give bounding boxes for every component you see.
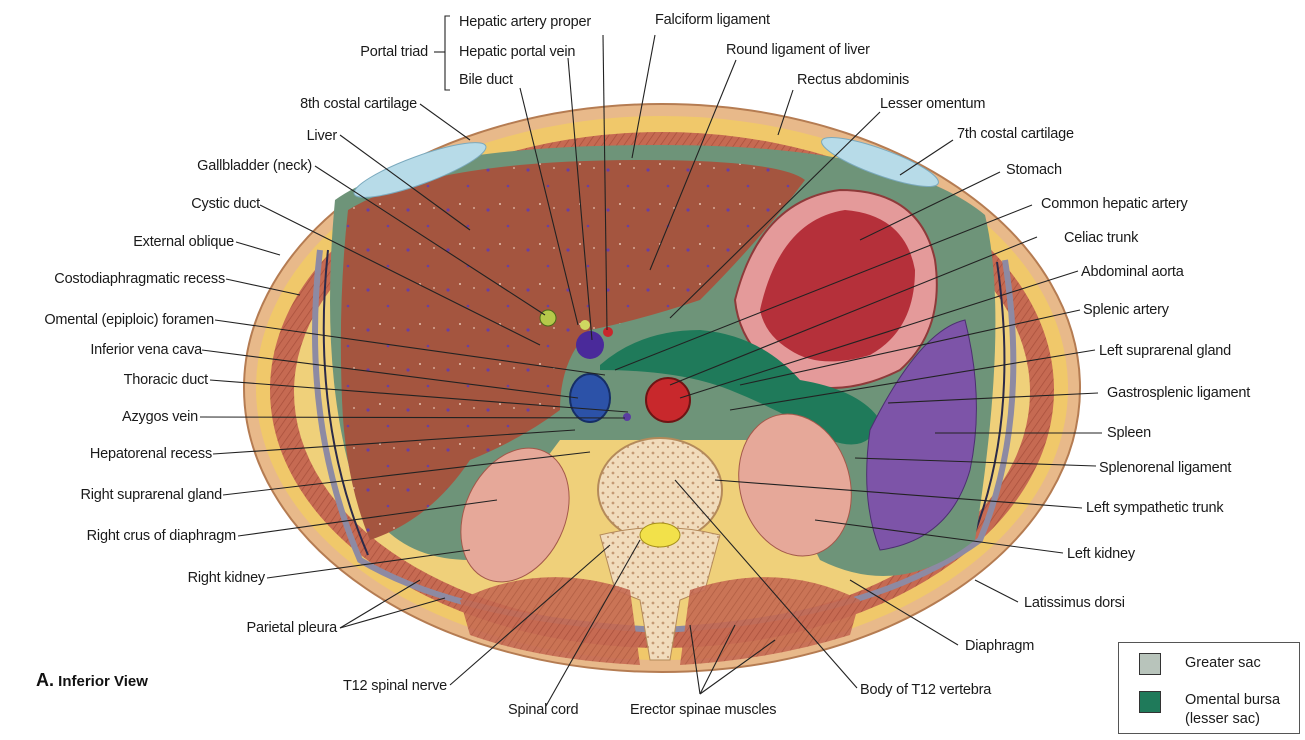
label-abdominal-aorta: Abdominal aorta — [1081, 264, 1184, 280]
label-inferior-vena-cava: Inferior vena cava — [90, 342, 202, 358]
label-splenic-artery: Splenic artery — [1083, 302, 1169, 318]
label-external-oblique: External oblique — [133, 234, 234, 250]
label-gastrosplenic-ligament: Gastrosplenic ligament — [1107, 385, 1250, 401]
hepatic-artery-proper — [603, 327, 613, 337]
label-spinal-cord: Spinal cord — [508, 702, 578, 718]
label-diaphragm: Diaphragm — [965, 638, 1034, 654]
label-latissimus-dorsi: Latissimus dorsi — [1024, 595, 1125, 611]
label-falciform-ligament: Falciform ligament — [655, 12, 770, 28]
legend: Greater sac Omental bursa (lesser sac) — [1118, 642, 1300, 734]
erector-spinae-right — [460, 577, 640, 665]
label-right-suprarenal-gland: Right suprarenal gland — [81, 487, 223, 503]
label-cystic-duct: Cystic duct — [191, 196, 260, 212]
label-right-crus-diaphragm: Right crus of diaphragm — [87, 528, 236, 544]
label-parietal-pleura: Parietal pleura — [247, 620, 338, 636]
figure-letter: A. — [36, 670, 54, 690]
label-7th-costal-cartilage: 7th costal cartilage — [957, 126, 1074, 142]
label-body-t12-vertebra: Body of T12 vertebra — [860, 682, 991, 698]
legend-swatch-greater-sac — [1139, 653, 1161, 675]
label-left-sympathetic-trunk: Left sympathetic trunk — [1086, 500, 1223, 516]
label-erector-spinae: Erector spinae muscles — [630, 702, 776, 718]
spinal-cord — [640, 523, 680, 547]
label-liver: Liver — [307, 128, 337, 144]
figure-title: A. Inferior View — [36, 670, 148, 691]
label-hepatic-portal-vein: Hepatic portal vein — [459, 44, 575, 60]
gallbladder-neck — [540, 310, 556, 326]
figure-view: Inferior View — [58, 673, 148, 690]
label-left-suprarenal-gland: Left suprarenal gland — [1099, 343, 1231, 359]
bile-duct — [580, 320, 590, 330]
label-spleen: Spleen — [1107, 425, 1151, 441]
label-t12-spinal-nerve: T12 spinal nerve — [343, 678, 447, 694]
legend-label-lesser-sac: (lesser sac) — [1185, 710, 1260, 729]
label-lesser-omentum: Lesser omentum — [880, 96, 985, 112]
label-portal-triad: Portal triad — [360, 44, 428, 60]
label-omental-foramen: Omental (epiploic) foramen — [44, 312, 214, 328]
label-stomach: Stomach — [1006, 162, 1062, 178]
label-hepatic-artery-proper: Hepatic artery proper — [459, 14, 591, 30]
label-right-kidney: Right kidney — [188, 570, 265, 586]
erector-spinae-left — [680, 577, 860, 665]
label-hepatorenal-recess: Hepatorenal recess — [90, 446, 212, 462]
legend-label-omental-bursa: Omental bursa — [1185, 691, 1280, 710]
label-round-ligament: Round ligament of liver — [726, 42, 870, 58]
azygos-vein — [623, 413, 631, 421]
hepatic-portal-vein — [576, 331, 604, 359]
label-8th-costal-cartilage: 8th costal cartilage — [300, 96, 417, 112]
label-costodiaphragmatic-recess: Costodiaphragmatic recess — [54, 271, 225, 287]
label-splenorenal-ligament: Splenorenal ligament — [1099, 460, 1231, 476]
abdominal-aorta — [646, 378, 690, 422]
label-gallbladder-neck: Gallbladder (neck) — [197, 158, 312, 174]
label-azygos-vein: Azygos vein — [122, 409, 198, 425]
label-bile-duct: Bile duct — [459, 72, 513, 88]
legend-label-greater-sac: Greater sac — [1185, 654, 1261, 673]
label-common-hepatic-artery: Common hepatic artery — [1041, 196, 1188, 212]
label-rectus-abdominis: Rectus abdominis — [797, 72, 909, 88]
legend-swatch-omental-bursa — [1139, 691, 1161, 713]
label-thoracic-duct: Thoracic duct — [124, 372, 208, 388]
label-celiac-trunk: Celiac trunk — [1064, 230, 1138, 246]
label-left-kidney: Left kidney — [1067, 546, 1135, 562]
